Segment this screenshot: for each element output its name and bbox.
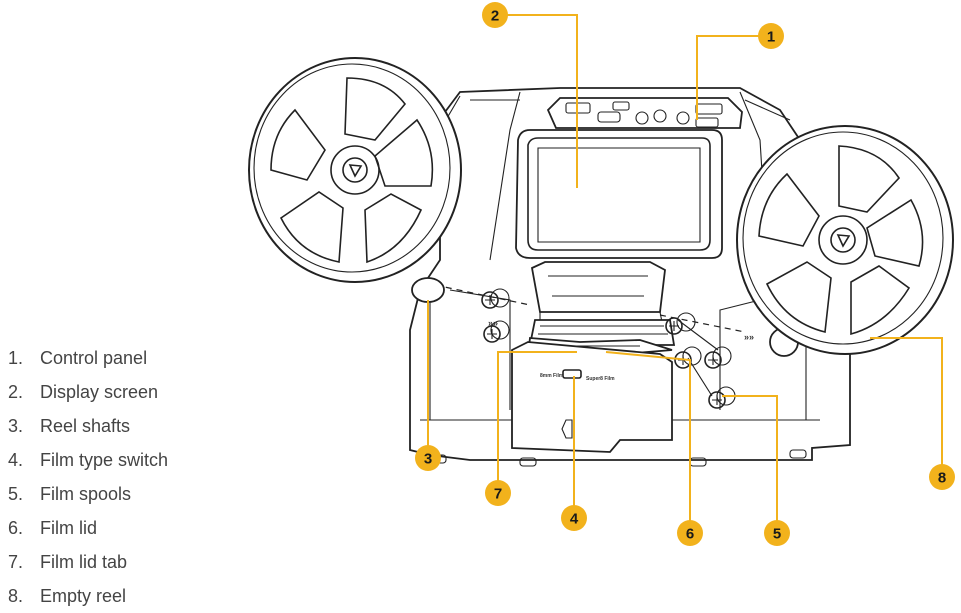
callout-8: 8 bbox=[929, 464, 955, 490]
svg-text:3: 3 bbox=[424, 451, 432, 468]
callout-badges: 1 2 3 4 5 6 7 8 bbox=[415, 2, 955, 546]
leader-8 bbox=[870, 337, 943, 466]
spool-3 bbox=[665, 312, 696, 335]
spool-1 bbox=[481, 288, 510, 309]
left-reel bbox=[248, 57, 462, 283]
callout-7: 7 bbox=[485, 480, 511, 506]
svg-text:7: 7 bbox=[494, 486, 502, 503]
svg-text:4: 4 bbox=[570, 511, 579, 528]
callout-4: 4 bbox=[561, 505, 587, 531]
switch-label-8mm: 8mm Film bbox=[540, 373, 564, 379]
right-reel-empty bbox=[736, 125, 954, 355]
spool-2 bbox=[483, 320, 510, 343]
control-panel bbox=[546, 97, 743, 129]
direction-arrow-right: »» bbox=[744, 332, 754, 342]
film-type-switch-housing: 8mm Film Super8 Film bbox=[511, 341, 673, 453]
film-type-switch bbox=[562, 369, 582, 379]
svg-text:6: 6 bbox=[686, 526, 694, 543]
callout-5: 5 bbox=[764, 520, 790, 546]
svg-text:8: 8 bbox=[938, 470, 946, 487]
legend-item-display-screen: 2.Display screen bbox=[8, 382, 159, 402]
callout-3: 3 bbox=[415, 445, 441, 471]
display-screen bbox=[515, 129, 723, 259]
brand-logo-icon bbox=[561, 419, 573, 439]
svg-text:2: 2 bbox=[491, 8, 499, 25]
svg-text:5: 5 bbox=[773, 526, 781, 543]
spool-5 bbox=[704, 346, 732, 369]
legend-item-control-panel: 1.Control panel bbox=[8, 348, 148, 368]
leader-6 bbox=[605, 351, 691, 522]
callout-6: 6 bbox=[677, 520, 703, 546]
legend-item-reel-shafts: 3.Reel shafts bbox=[8, 416, 131, 436]
direction-arrow-left: »» bbox=[488, 318, 498, 328]
leader-2 bbox=[503, 14, 578, 188]
legend-item-empty-reel: 8.Empty reel bbox=[8, 586, 127, 606]
legend-item-film-type-switch: 4.Film type switch bbox=[8, 450, 169, 470]
legend-item-film-lid: 6.Film lid bbox=[8, 518, 97, 538]
leader-5 bbox=[722, 395, 778, 522]
svg-text:1: 1 bbox=[767, 29, 775, 46]
legend-item-film-spools: 5.Film spools bbox=[8, 484, 132, 504]
switch-label-super8: Super8 Film bbox=[586, 376, 615, 382]
callout-1: 1 bbox=[758, 23, 784, 49]
reel-shafts bbox=[411, 277, 799, 357]
leader-1 bbox=[696, 35, 766, 120]
callout-2: 2 bbox=[482, 2, 508, 28]
leader-lines bbox=[427, 14, 943, 522]
film-path-left bbox=[434, 284, 531, 306]
parts-legend: 1.Control panel 2.Display screen 3.Reel … bbox=[8, 341, 168, 613]
leader-7 bbox=[497, 351, 577, 482]
legend-item-film-lid-tab: 7.Film lid tab bbox=[8, 552, 128, 572]
